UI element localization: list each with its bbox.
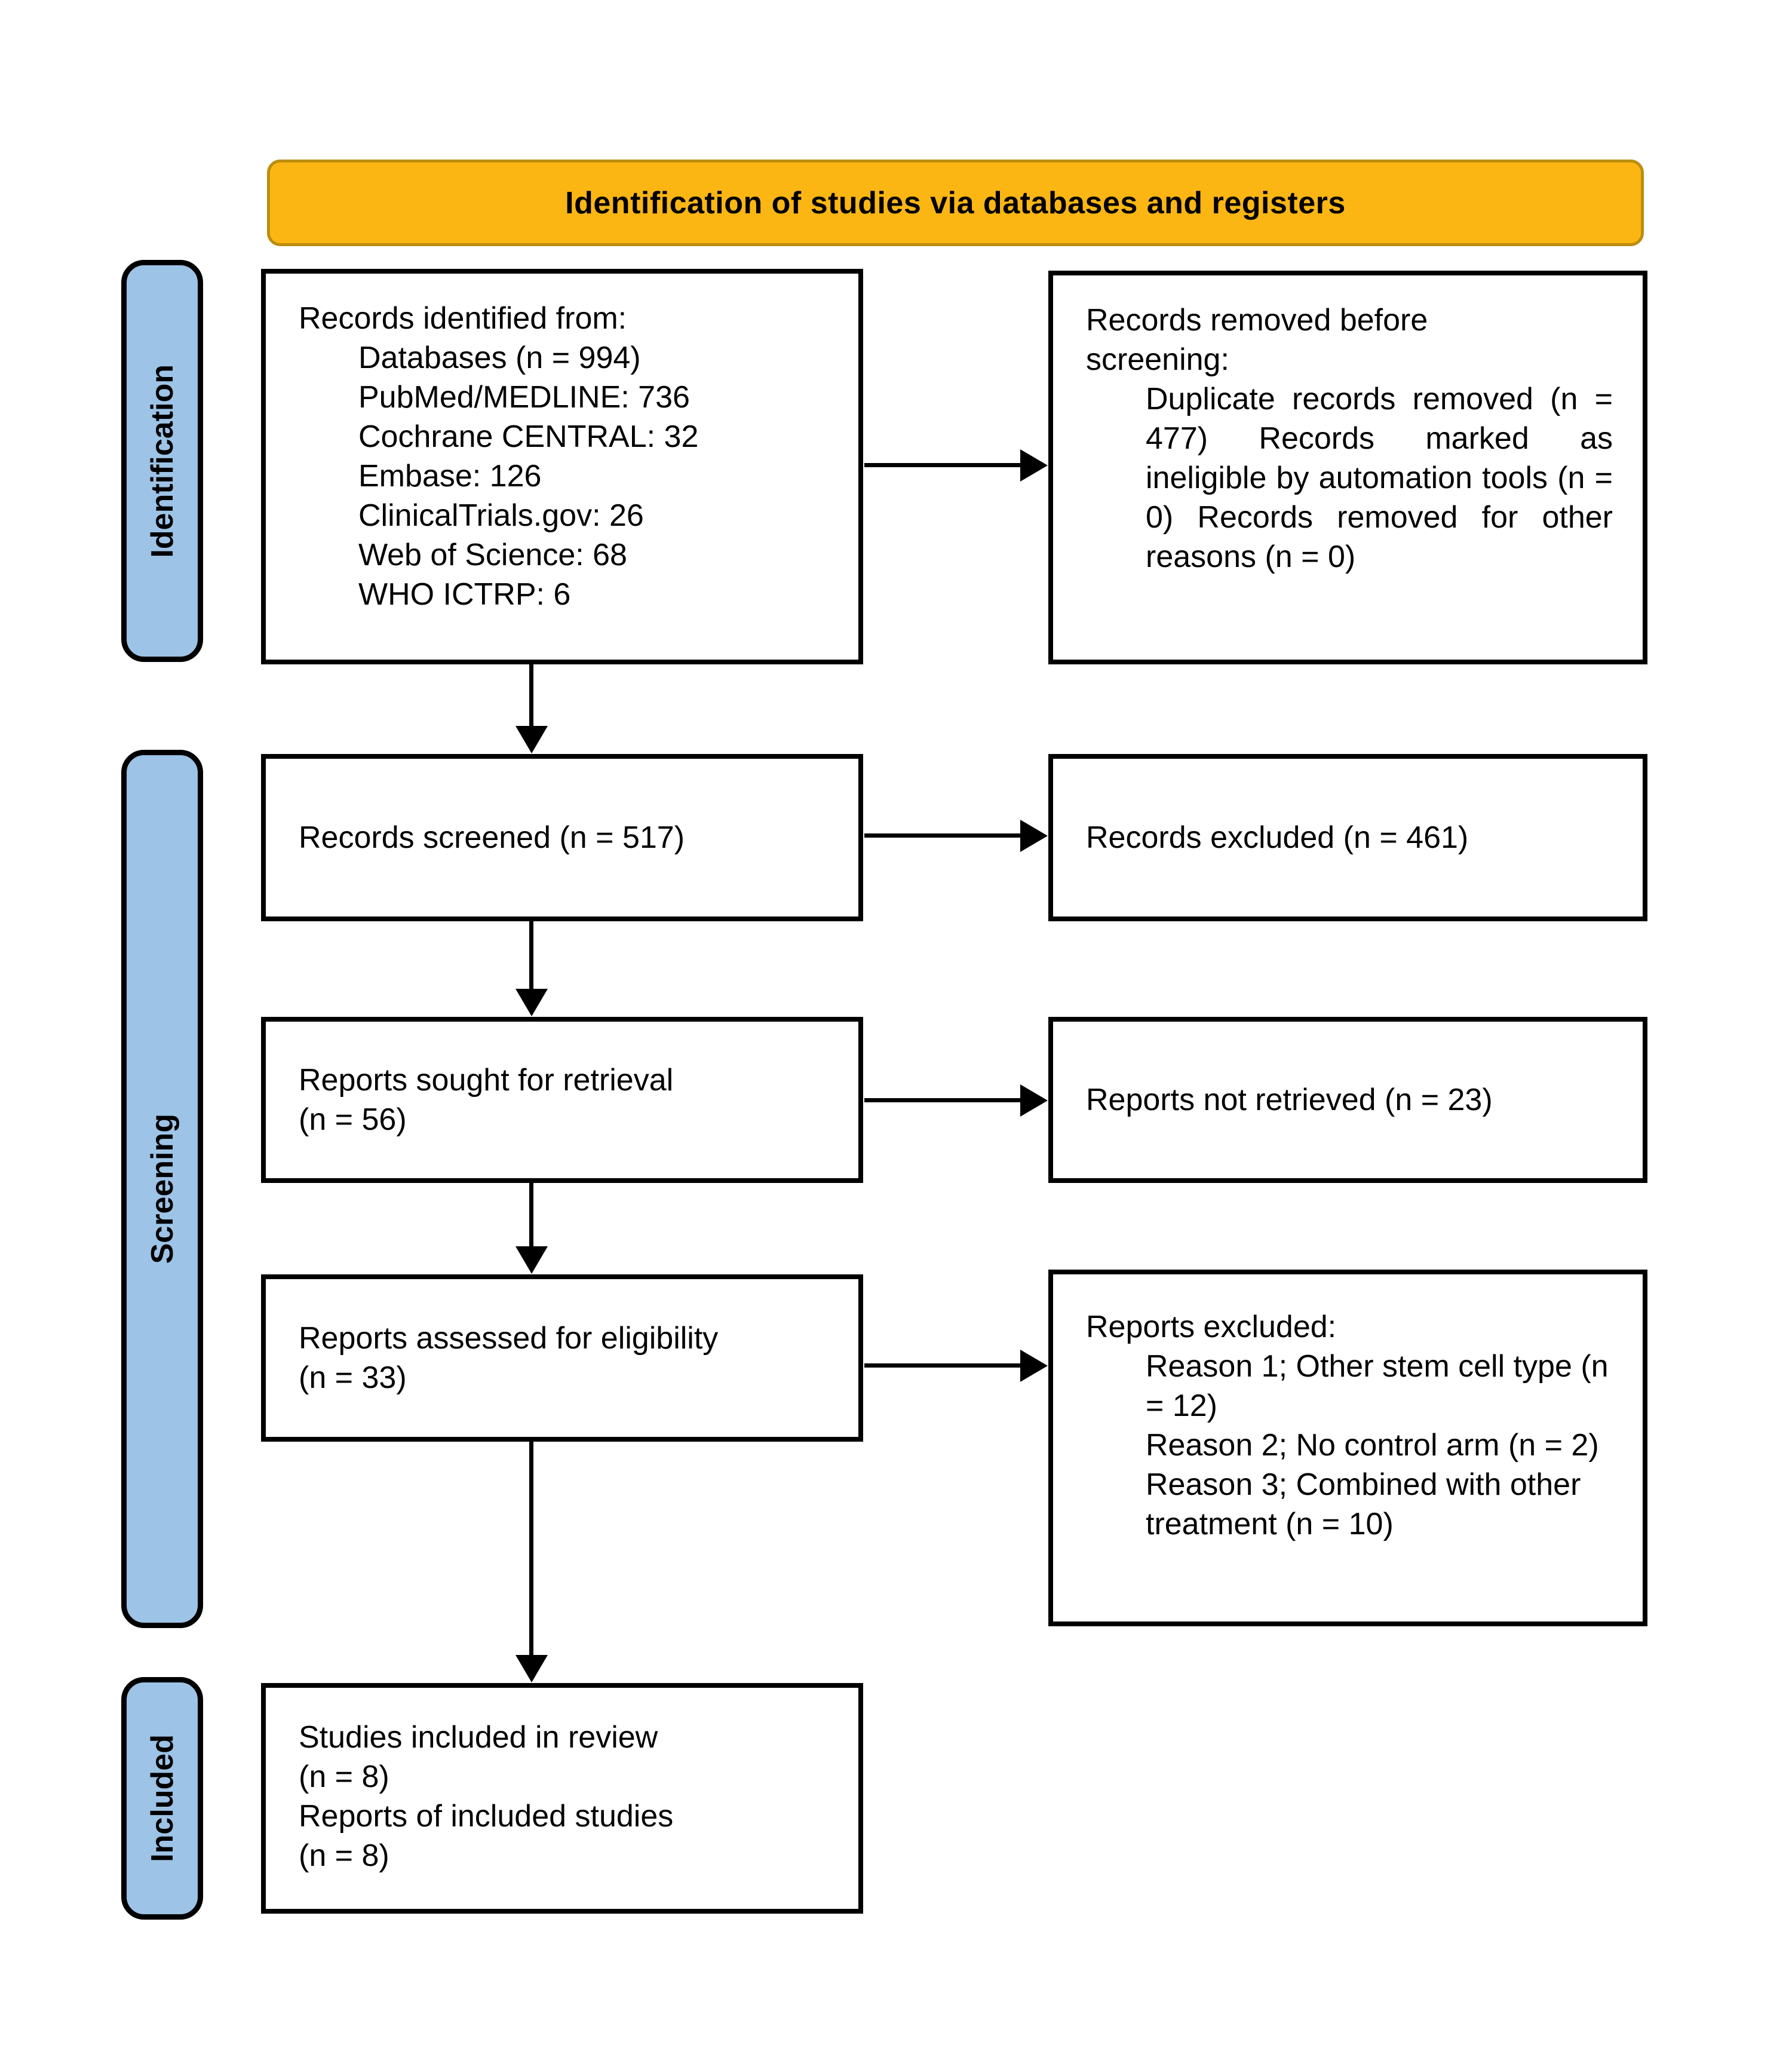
exclusion-reason: Reason 3; Combined with other treatment … (1146, 1467, 1581, 1541)
box-reports-not-retrieved: Reports not retrieved (n = 23) (1048, 1017, 1647, 1183)
arrow-screened-to-excluded (864, 833, 1021, 838)
records-excluded-text: Records excluded (n = 461) (1086, 820, 1469, 855)
box-records-excluded: Records excluded (n = 461) (1048, 754, 1647, 921)
arrow-assessed-to-included (529, 1442, 533, 1656)
database-item: Databases (n = 994) (358, 341, 641, 375)
reports-assessed-count: (n = 33) (299, 1360, 407, 1395)
banner: Identification of studies via databases … (267, 160, 1644, 246)
arrow-screened-to-sought (529, 921, 533, 989)
stage-identification: Identification (121, 260, 203, 662)
banner-title: Identification of studies via databases … (565, 185, 1346, 220)
reports-sought-count: (n = 56) (299, 1102, 407, 1137)
exclusion-reason: Reason 2; No control arm (n = 2) (1146, 1428, 1599, 1463)
arrow-sought-to-not-retrieved (864, 1098, 1021, 1102)
box-studies-included: Studies included in review (n = 8) Repor… (261, 1683, 863, 1914)
reports-excluded-heading: Reports excluded: (1086, 1310, 1337, 1344)
database-item: WHO ICTRP: 6 (358, 577, 571, 612)
stage-screening: Screening (121, 750, 203, 1628)
reports-included-line: Reports of included studies (299, 1799, 674, 1834)
records-removed-detail: Duplicate records removed (n = 477) Reco… (1146, 382, 1613, 574)
box-records-identified: Records identified from: Databases (n = … (261, 269, 863, 664)
arrow-assessed-to-reports-excluded (864, 1363, 1021, 1368)
reports-assessed-line: Reports assessed for eligibility (299, 1321, 719, 1356)
reports-not-retrieved-text: Reports not retrieved (n = 23) (1086, 1083, 1493, 1117)
reports-sought-line: Reports sought for retrieval (299, 1063, 674, 1098)
stage-identification-label: Identification (145, 364, 180, 558)
box-records-removed: Records removed before screening: Duplic… (1048, 271, 1647, 664)
exclusion-reason: Reason 1; Other stem cell type (n = 12) (1146, 1349, 1609, 1423)
database-item: Embase: 126 (358, 459, 542, 493)
studies-included-line: Studies included in review (299, 1720, 658, 1755)
stage-screening-label: Screening (145, 1114, 180, 1264)
records-removed-heading: Records removed before screening: (1086, 303, 1428, 377)
box-reports-assessed: Reports assessed for eligibility (n = 33… (261, 1274, 863, 1442)
database-item: ClinicalTrials.gov: 26 (358, 498, 644, 533)
stage-included-label: Included (145, 1734, 180, 1862)
studies-included-count: (n = 8) (299, 1760, 389, 1794)
arrow-identified-to-screened (529, 664, 533, 727)
arrow-sought-to-assessed (529, 1183, 533, 1247)
records-identified-heading: Records identified from: (299, 301, 627, 336)
records-screened-text: Records screened (n = 517) (299, 820, 685, 855)
box-records-screened: Records screened (n = 517) (261, 754, 863, 921)
box-reports-sought: Reports sought for retrieval (n = 56) (261, 1017, 863, 1183)
box-reports-excluded: Reports excluded: Reason 1; Other stem c… (1048, 1270, 1647, 1626)
database-item: Web of Science: 68 (358, 538, 627, 572)
database-item: PubMed/MEDLINE: 736 (358, 380, 690, 415)
database-item: Cochrane CENTRAL: 32 (358, 419, 699, 454)
reports-included-count: (n = 8) (299, 1838, 389, 1873)
stage-included: Included (121, 1677, 203, 1920)
arrow-identified-to-removed (864, 463, 1021, 467)
